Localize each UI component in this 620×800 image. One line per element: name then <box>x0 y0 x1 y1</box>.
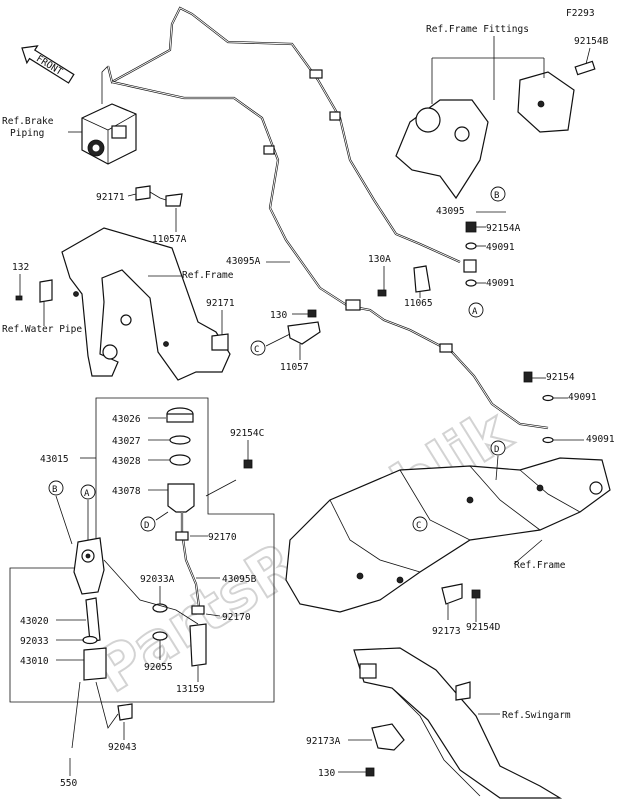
cotter-pin-550 <box>71 681 81 749</box>
callout-d-frame <box>490 440 506 456</box>
part-label-92173a: 92173A <box>306 736 341 747</box>
callout-a-top-label: A <box>472 307 478 317</box>
part-label-43015: 43015 <box>40 454 69 465</box>
part-label-49091-b: 49091 <box>486 278 515 289</box>
frame-fittings <box>395 60 596 200</box>
callout-c-frame-label: C <box>416 521 421 531</box>
bolt-92154a <box>465 221 477 233</box>
callout-b-top <box>490 186 506 202</box>
callout-c-top <box>250 340 266 356</box>
bolt-132 <box>15 295 23 301</box>
part-label-92173: 92173 <box>432 626 461 637</box>
part-label-43010: 43010 <box>20 656 49 667</box>
part-label-92154a: 92154A <box>486 223 521 234</box>
grommet-11065 <box>413 265 431 293</box>
callout-a-top <box>468 302 484 318</box>
master-cylinder-43010 <box>73 537 207 681</box>
part-label-92154b: 92154B <box>574 36 609 47</box>
brake-hose-rear <box>345 299 549 430</box>
ref-frame-2-label: Ref.Frame <box>514 560 566 571</box>
callout-d-box <box>140 516 156 532</box>
part-label-92171-top: 92171 <box>96 192 125 203</box>
assembly-box <box>9 397 275 703</box>
clamp-92173a <box>371 723 405 751</box>
pin-92043 <box>117 703 133 721</box>
part-label-49091-c: 49091 <box>568 392 597 403</box>
callout-b-top-label: B <box>494 191 499 201</box>
ref-brake-piping-line1: Ref.Brake <box>2 116 54 127</box>
part-label-11057a: 11057A <box>152 234 187 245</box>
clamp-92173 <box>441 583 463 605</box>
part-label-92154: 92154 <box>546 372 575 383</box>
part-label-92171-mid: 92171 <box>206 298 235 309</box>
callout-a-box <box>80 484 96 500</box>
part-label-43095a: 43095A <box>226 256 261 267</box>
part-label-11065: 11065 <box>404 298 433 309</box>
part-label-43078: 43078 <box>112 486 141 497</box>
part-label-130: 130 <box>270 310 287 321</box>
part-label-92033: 92033 <box>20 636 49 647</box>
figure-code: F2293 <box>566 8 595 19</box>
part-label-92033a: 92033A <box>140 574 175 585</box>
ref-water-pipe-label: Ref.Water Pipe <box>2 324 82 335</box>
callout-c-frame <box>412 516 428 532</box>
part-label-13159: 13159 <box>176 684 205 695</box>
part-label-92154c: 92154C <box>230 428 264 439</box>
ref-frame-1-label: Ref.Frame <box>182 270 234 281</box>
part-label-92043: 92043 <box>108 742 137 753</box>
swingarm <box>353 647 563 799</box>
brake-pipe-43095 <box>106 6 461 307</box>
part-label-43027: 43027 <box>112 436 141 447</box>
frame-bracket-left <box>61 227 231 381</box>
part-label-43028: 43028 <box>112 456 141 467</box>
main-frame-right <box>285 457 611 613</box>
part-label-92055: 92055 <box>144 662 173 673</box>
pushrod-13159 <box>189 623 207 667</box>
union-fitting <box>463 259 477 273</box>
callout-b-box-label: B <box>52 485 57 495</box>
part-label-49091-a: 49091 <box>486 242 515 253</box>
reservoir-43078 <box>167 483 195 513</box>
callout-a-box-label: A <box>84 489 90 499</box>
ref-brake-piping-line2: Piping <box>10 128 44 139</box>
callout-d-box-label: D <box>144 521 149 531</box>
bracket-11057 <box>287 321 321 345</box>
callout-d-frame-label: D <box>494 445 499 455</box>
part-label-92170-b: 92170 <box>222 612 251 623</box>
callout-b-box <box>48 480 64 496</box>
front-label: FRONT <box>34 53 64 78</box>
part-label-130-bottom: 130 <box>318 768 335 779</box>
part-label-43020: 43020 <box>20 616 49 627</box>
part-label-43095b: 43095B <box>222 574 257 585</box>
front-arrow-icon: FRONT <box>21 45 75 84</box>
water-pipe-clamp <box>39 279 53 303</box>
reservoir-hose-43095b <box>175 512 205 615</box>
part-label-92170-a: 92170 <box>208 532 237 543</box>
part-label-49091-d: 49091 <box>586 434 615 445</box>
part-label-43095: 43095 <box>436 206 465 217</box>
callout-c-top-label: C <box>254 345 259 355</box>
clamp-92171 <box>135 185 183 207</box>
part-label-130a: 130A <box>368 254 391 265</box>
abs-unit <box>81 65 137 165</box>
part-label-132: 132 <box>12 262 29 273</box>
ref-frame-fittings-label: Ref.Frame Fittings <box>426 24 529 35</box>
part-label-92154d: 92154D <box>466 622 501 633</box>
part-label-11057: 11057 <box>280 362 309 373</box>
ref-swingarm-label: Ref.Swingarm <box>502 710 571 721</box>
part-label-43026: 43026 <box>112 414 141 425</box>
part-label-550: 550 <box>60 778 77 789</box>
